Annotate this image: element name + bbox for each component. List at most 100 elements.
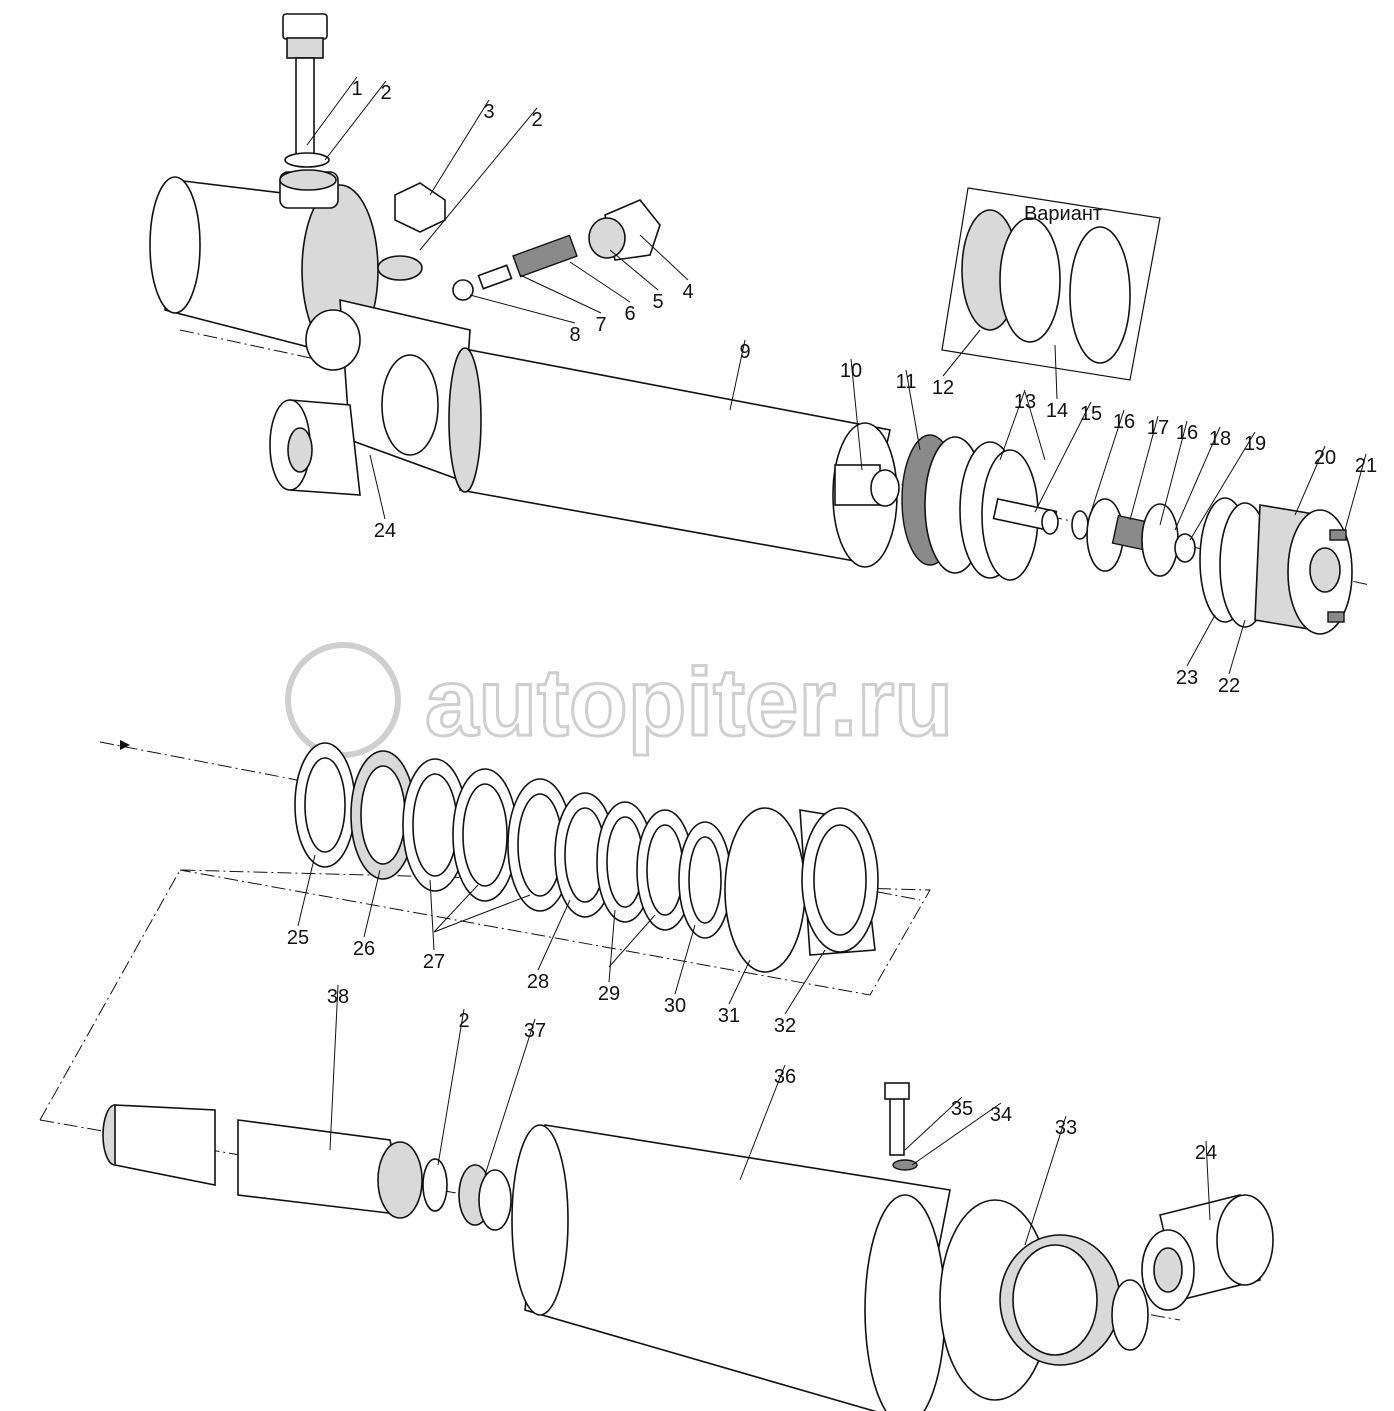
leader-line <box>1159 420 1188 526</box>
ring-inner <box>360 765 406 865</box>
callout-label: 20 <box>1314 447 1336 469</box>
callout-label: 24 <box>1195 1142 1217 1164</box>
callout-label: 33 <box>1055 1117 1077 1139</box>
leader-line <box>1344 453 1367 531</box>
leader-line <box>904 1096 963 1151</box>
rod-part-15 <box>992 498 1059 535</box>
ring-inner <box>304 757 346 853</box>
leader-line <box>739 1064 786 1181</box>
callout-label: 10 <box>840 360 862 382</box>
callout-label: 12 <box>932 377 954 399</box>
callout-label: 23 <box>1176 667 1198 689</box>
valve-parts-4-8 <box>452 199 661 301</box>
leader-line <box>433 884 479 933</box>
ring-inner <box>412 773 458 877</box>
callout-label: 19 <box>1244 433 1266 455</box>
callout-label: 1 <box>351 78 362 100</box>
upper-cylinder-assembly <box>149 169 891 563</box>
callout-label: 18 <box>1209 428 1231 450</box>
callout-label: 22 <box>1218 675 1240 697</box>
leader-line <box>942 329 981 377</box>
bolt-part-1 <box>282 13 330 168</box>
leader-line <box>297 854 316 927</box>
callout-label: 30 <box>664 995 686 1017</box>
ring-inner <box>646 824 684 916</box>
callout-label: 25 <box>287 927 309 949</box>
callout-label: 35 <box>951 1098 973 1120</box>
callout-label: 36 <box>774 1066 796 1088</box>
leader-line <box>850 358 863 471</box>
callout-label: 16 <box>1176 422 1198 444</box>
leader-line <box>484 1018 536 1176</box>
callout-label: 24 <box>374 520 396 542</box>
leader-line <box>1294 445 1326 516</box>
variant-label: Вариант <box>1024 203 1102 225</box>
leader-line <box>1129 415 1159 521</box>
cap-parts-20-23 <box>1199 497 1353 635</box>
leader-line <box>1054 344 1058 400</box>
leader-line <box>674 924 696 995</box>
rings-parts-25-32 <box>294 742 879 973</box>
leader-line <box>324 80 387 161</box>
leader-line <box>608 909 616 983</box>
leader-line <box>433 894 531 933</box>
leader-line <box>1174 426 1221 531</box>
callout-label: 21 <box>1355 455 1377 477</box>
leader-line <box>911 1102 1002 1166</box>
leader-line <box>519 274 602 314</box>
plug-part-3 <box>377 182 446 281</box>
leader-line <box>999 389 1026 461</box>
callout-label: 27 <box>423 951 445 973</box>
leader-line <box>609 249 659 291</box>
callout-label: 17 <box>1147 417 1169 439</box>
callout-label: 38 <box>327 986 349 1008</box>
lower-cylinder-part-36 <box>511 1082 951 1411</box>
leader-line <box>1228 619 1246 675</box>
watermark-text: autopiter.ru <box>425 649 953 756</box>
leader-line <box>437 1008 465 1166</box>
ring-inner <box>462 783 508 887</box>
callout-label: 8 <box>569 324 580 346</box>
leader-line <box>728 959 751 1005</box>
leader-line <box>1189 431 1256 541</box>
springs-parts-16-19 <box>1071 498 1196 577</box>
variant-box: Вариант <box>941 187 1161 381</box>
leader-lines <box>297 76 1367 1246</box>
leader-line <box>363 869 381 938</box>
piston-part-10 <box>832 422 900 568</box>
bearing-parts-33-24 <box>939 1194 1274 1401</box>
ring-large <box>724 807 806 973</box>
callout-label: 16 <box>1113 411 1135 433</box>
seals-parts-11-13 <box>901 434 1039 581</box>
watermark: autopiter.ru <box>285 642 955 758</box>
leader-line <box>1024 391 1046 461</box>
leader-line <box>569 261 631 303</box>
callout-label: 14 <box>1046 400 1068 422</box>
callout-label: 2 <box>531 109 542 131</box>
callout-label: 7 <box>595 314 606 336</box>
leader-line <box>469 294 576 324</box>
leader-line <box>639 234 689 281</box>
callout-label: 6 <box>624 303 635 325</box>
leader-line <box>729 339 746 411</box>
callout-label: 2 <box>458 1010 469 1032</box>
callout-label: 13 <box>1014 391 1036 413</box>
leader-line <box>329 984 339 1151</box>
callout-label: 34 <box>990 1104 1012 1126</box>
leader-line <box>1186 614 1216 667</box>
bushing-inner <box>813 824 867 936</box>
leader-line <box>905 369 921 451</box>
callout-label: 11 <box>896 371 917 393</box>
leader-line <box>1034 401 1092 513</box>
lower-rod-parts <box>102 1104 512 1231</box>
callout-label: 32 <box>774 1015 796 1037</box>
leader-line <box>1024 1115 1067 1246</box>
leader-line <box>784 949 826 1015</box>
leader-line <box>1089 409 1125 516</box>
leader-line <box>608 914 656 968</box>
leader-line <box>537 899 571 971</box>
callout-label: 31 <box>718 1005 740 1027</box>
